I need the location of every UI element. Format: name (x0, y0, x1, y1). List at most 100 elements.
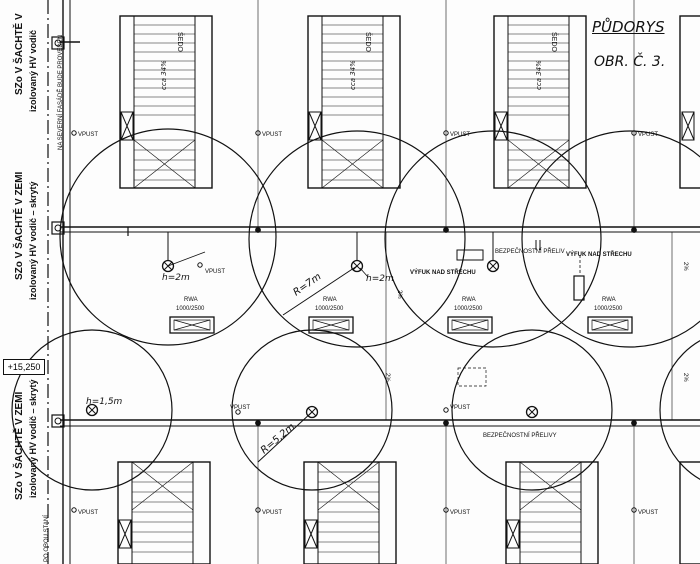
protection-circle (521, 130, 700, 348)
slope-label: cca 34% (160, 60, 168, 90)
vpust-label: VPUST (638, 132, 658, 138)
roof-exit-box (456, 249, 484, 261)
earth-terminal-icon (51, 36, 65, 50)
roof-exit-label: VÝFUK NAD STŘECHU (566, 250, 632, 258)
dimension-label: 2% (396, 290, 402, 299)
vpust-label: VPUST (262, 132, 282, 138)
caption-low-sub: izolovaný HV vodič – skrytý (28, 379, 38, 498)
drain-icon (197, 262, 203, 268)
vpust-label: VPUST (78, 510, 98, 516)
drain-icon (631, 507, 637, 513)
caption-bottom-note: PO OBOU STANÍ (44, 515, 50, 562)
protection-circle (248, 130, 466, 348)
drain-icon (71, 130, 77, 136)
rwa-label: RWA (184, 297, 198, 303)
rwa-label: RWA (323, 297, 337, 303)
joint-icon (443, 420, 449, 426)
earth-terminal-icon (54, 224, 62, 232)
slope-label: cca 34% (535, 60, 543, 90)
joint-icon (631, 420, 637, 426)
air-terminal-icon (350, 232, 364, 273)
radius-line (282, 265, 358, 316)
protection-circle-small (11, 329, 173, 491)
rwa-unit (587, 316, 633, 334)
roof-exit-label: VÝFUK NAD STŘECHU (410, 268, 476, 276)
drain-icon (255, 130, 261, 136)
drain-icon (443, 130, 449, 136)
height-label: h=2m (366, 274, 394, 284)
air-terminal-icon (305, 405, 319, 419)
rwa-size-label: 1000/2500 (454, 306, 483, 312)
air-terminal-icon (525, 405, 539, 419)
slope-label: cca 34% (349, 60, 357, 90)
drawing-title: PŮDORYS (592, 18, 665, 36)
joint-icon (631, 227, 637, 233)
rwa-label: RWA (602, 297, 616, 303)
joint-icon (255, 420, 261, 426)
rwa-unit (169, 316, 215, 334)
vpust-label: VPUST (450, 132, 470, 138)
radius-label: R=7m (291, 271, 323, 298)
caption-top-main: SZo V ŠACHTĚ V (14, 13, 25, 95)
vpust-label: VPUST (262, 510, 282, 516)
sedo-label: ŠEDO (550, 32, 559, 52)
protection-circle (384, 130, 602, 348)
drain-icon (235, 409, 241, 415)
stair-block-bottom (117, 461, 211, 564)
protection-circle (59, 128, 277, 346)
rwa-size-label: 1000/2500 (594, 306, 623, 312)
drain-icon (631, 130, 637, 136)
overflow-label: BEZPEČNOSTNÍ PŘELIVY (483, 431, 557, 439)
stair-block-partial (679, 15, 700, 189)
caption-top-note: NA SEVERNÍ FASÁDĚ BUDE PROVEDEN (58, 34, 64, 150)
vpust-label: VPUST (638, 510, 658, 516)
protection-circle-small (659, 340, 700, 480)
overflow-label: BEZPEČNOSTNÍ PŘELIV (495, 247, 565, 255)
height-label: h=2m (162, 273, 190, 283)
vpust-label: VPUST (450, 405, 470, 411)
protection-circle-small (451, 329, 613, 491)
rwa-size-label: 1000/2500 (176, 306, 205, 312)
rwa-size-label: 1000/2500 (315, 306, 344, 312)
dimension-label: 2% (682, 262, 688, 271)
air-terminal-icon (486, 232, 500, 273)
rwa-unit (447, 316, 493, 334)
earth-terminal-icon (51, 221, 65, 235)
radius-line (257, 411, 313, 463)
drain-icon (443, 507, 449, 513)
dimension-label: 2% (384, 373, 390, 382)
caption-mid-main: SZo V ŠACHTĚ V ZEMI (14, 171, 25, 280)
rwa-unit (308, 316, 354, 334)
vpust-label: VPUST (78, 132, 98, 138)
dimension-label: 2% (682, 373, 688, 382)
drawing-subtitle: OBR. Č. 3. (594, 54, 666, 70)
vpust-label: VPUST (230, 405, 250, 411)
stair-block-bottom (303, 461, 397, 564)
stair-block (307, 15, 401, 189)
caption-low-main: SZo V ŠACHTĚ V ZEMI (14, 391, 25, 500)
stair-block (119, 15, 213, 189)
leader-line (167, 251, 206, 267)
vpust-label: VPUST (450, 510, 470, 516)
stair-block-bottom-partial (679, 461, 700, 564)
dashed-opening (457, 367, 487, 387)
roof-exit-box (573, 275, 585, 301)
joint-icon (255, 227, 261, 233)
caption-top-sub: izolovaný HV vodič (28, 29, 38, 112)
height-label: h=1,5m (86, 397, 123, 407)
level-marker: +15,250 (3, 359, 45, 375)
stair-block (493, 15, 587, 189)
air-terminal-icon (161, 232, 175, 273)
protection-circle-small (231, 329, 393, 491)
caption-mid-sub: izolovaný HV vodič – skrytý (28, 181, 38, 300)
earth-terminal-icon (54, 39, 62, 47)
radius-label: R=5,2m (259, 421, 298, 456)
earth-terminal-icon (54, 417, 62, 425)
drain-icon (443, 407, 449, 413)
drain-icon (71, 507, 77, 513)
vpust-label: VPUST (205, 269, 225, 275)
drain-icon (255, 507, 261, 513)
rwa-label: RWA (462, 297, 476, 303)
